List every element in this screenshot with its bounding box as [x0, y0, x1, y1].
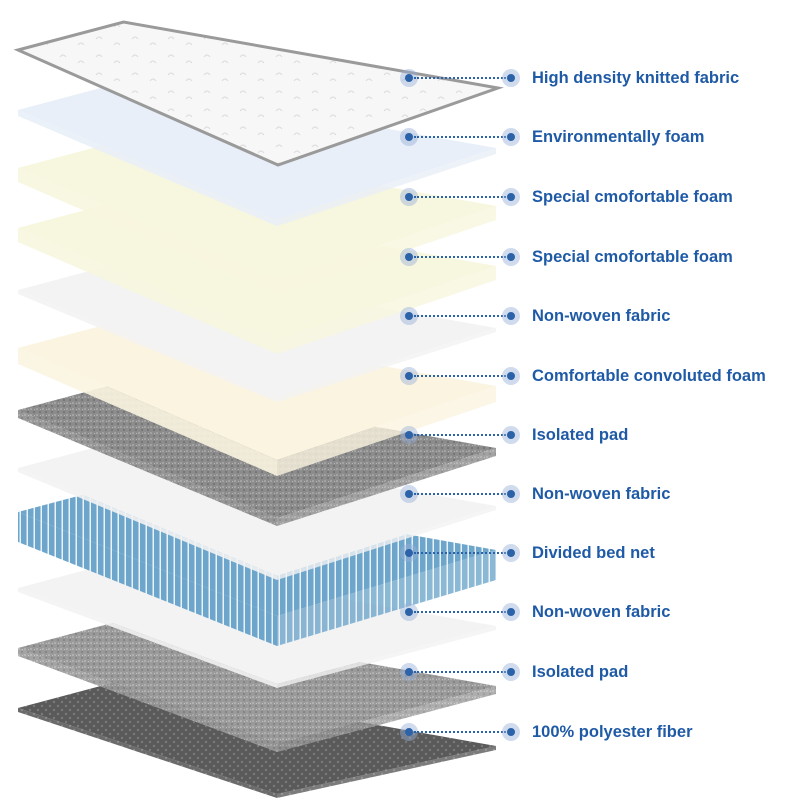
leader-line [414, 77, 506, 79]
marker-dot [400, 426, 418, 444]
leader-line [414, 256, 506, 258]
layer-label: Environmentally foam [532, 128, 705, 146]
marker-dot [400, 544, 418, 562]
layer-side-face [277, 550, 496, 646]
marker-dot [502, 128, 520, 146]
layer-label: Special cmofortable foam [532, 248, 733, 266]
callout-non-woven-fabric-1: Non-woven fabric [400, 304, 800, 328]
marker-dot [502, 723, 520, 741]
marker-dot [502, 367, 520, 385]
layer-label: Non-woven fabric [532, 603, 671, 621]
callout-divided-bed-net: Divided bed net [400, 541, 800, 565]
leader-line [414, 375, 506, 377]
layer-label: Comfortable convoluted foam [532, 367, 766, 385]
marker-dot [400, 188, 418, 206]
marker-dot [502, 544, 520, 562]
callout-isolated-pad-2: Isolated pad [400, 660, 800, 684]
layer-side-face [277, 206, 496, 294]
leader-line [414, 552, 506, 554]
marker-dot [502, 248, 520, 266]
layer-label: High density knitted fabric [532, 69, 740, 87]
layer-side-face [18, 468, 277, 580]
leader-line [414, 671, 506, 673]
layer-top-face [13, 20, 504, 167]
marker-dot [502, 188, 520, 206]
layer-side-face [277, 266, 496, 354]
callout-non-woven-fabric-3: Non-woven fabric [400, 600, 800, 624]
layer-side-face [277, 686, 496, 752]
marker-dot [400, 248, 418, 266]
marker-dot [400, 485, 418, 503]
callout-comfortable-convoluted-foam: Comfortable convoluted foam [400, 364, 800, 388]
leader-line [414, 196, 506, 198]
callout-non-woven-fabric-2: Non-woven fabric [400, 482, 800, 506]
layer-side-face [18, 588, 277, 688]
layer-label: Divided bed net [532, 544, 655, 562]
layer-top-face [18, 620, 496, 744]
callout-environmentally-foam: Environmentally foam [400, 125, 800, 149]
layer-felt-sheet [18, 620, 496, 752]
layer-side-face [277, 746, 496, 798]
layer-label: Isolated pad [532, 663, 629, 681]
layer-label: Special cmofortable foam [532, 188, 733, 206]
marker-dot [400, 603, 418, 621]
layer-label: Non-woven fabric [532, 307, 671, 325]
leader-line [414, 315, 506, 317]
leader-line [414, 731, 506, 733]
callout-polyester-fiber: 100% polyester fiber [400, 720, 800, 744]
callout-special-comfortable-foam-2: Special cmofortable foam [400, 245, 800, 269]
marker-dot [502, 426, 520, 444]
layer-side-face [18, 348, 277, 476]
marker-dot [502, 603, 520, 621]
layer-side-face [277, 626, 496, 688]
marker-dot [400, 69, 418, 87]
marker-dot [400, 307, 418, 325]
marker-dot [400, 663, 418, 681]
marker-dot [502, 485, 520, 503]
layer-label: Non-woven fabric [532, 485, 671, 503]
leader-line [414, 434, 506, 436]
leader-line [414, 136, 506, 138]
leader-line [414, 611, 506, 613]
layer-side-face [277, 448, 496, 526]
marker-dot [400, 128, 418, 146]
callout-isolated-pad-1: Isolated pad [400, 423, 800, 447]
layer-side-face [18, 708, 277, 798]
layer-side-face [277, 506, 496, 580]
layer-side-face [18, 648, 277, 752]
marker-dot [400, 723, 418, 741]
marker-dot [400, 367, 418, 385]
marker-dot [502, 69, 520, 87]
layer-side-face [18, 110, 277, 226]
marker-dot [502, 307, 520, 325]
layer-side-face [277, 328, 496, 402]
layer-side-face [277, 148, 496, 226]
layer-quilted-knit-sheet [13, 20, 504, 167]
layer-side-face [18, 512, 277, 646]
marker-dot [502, 663, 520, 681]
callout-special-comfortable-foam-1: Special cmofortable foam [400, 185, 800, 209]
leader-line [414, 493, 506, 495]
layer-label: Isolated pad [532, 426, 629, 444]
callout-high-density-knitted-fabric: High density knitted fabric [400, 66, 800, 90]
layer-side-face [277, 386, 496, 476]
layer-side-face [18, 228, 277, 354]
layer-side-face [18, 290, 277, 402]
layer-side-face [18, 168, 277, 294]
layer-label: 100% polyester fiber [532, 723, 693, 741]
layer-side-face [18, 410, 277, 526]
